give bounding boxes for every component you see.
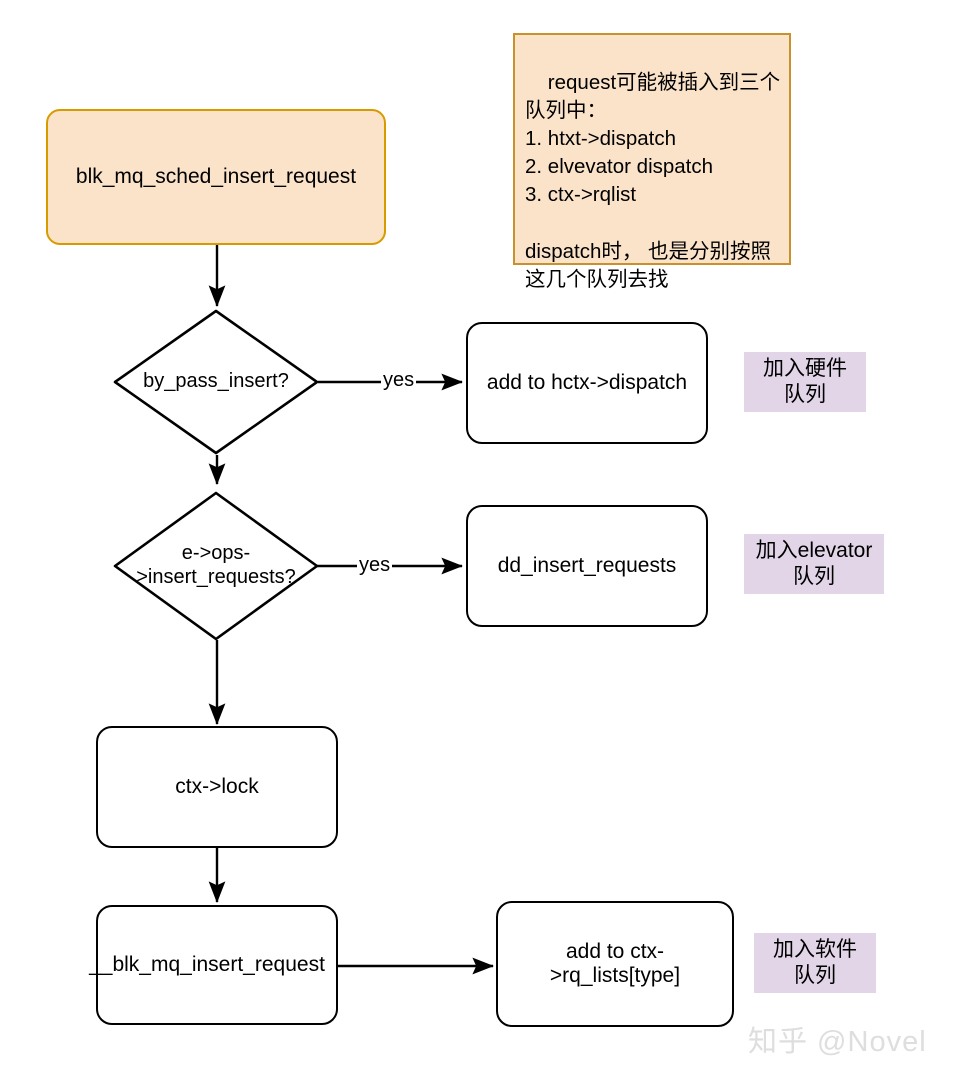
node-label-line1: add to ctx- bbox=[565, 940, 665, 964]
tag-label: 加入elevator 队列 bbox=[755, 538, 873, 588]
node-label-line2: >insert_requests? bbox=[136, 566, 296, 588]
node-label: __blk_mq_insert_request bbox=[89, 953, 325, 977]
node-decision-ops-insert-requests[interactable]: e->ops- >insert_requests? bbox=[110, 488, 322, 644]
diamond-shape bbox=[113, 491, 319, 641]
node-decision-by-pass-insert[interactable]: by_pass_insert? bbox=[110, 306, 322, 458]
node-label: by_pass_insert? bbox=[143, 370, 289, 393]
watermark-zhihu: 知乎 @Novel bbox=[748, 1018, 927, 1060]
note-text: request可能被插入到三个队列中： 1. htxt->dispatch 2.… bbox=[525, 71, 781, 291]
edge-label-ops-yes: yes bbox=[357, 554, 393, 576]
diamond-shape bbox=[113, 309, 319, 455]
node-label: add to ctx- >rq_lists[type] bbox=[550, 940, 680, 987]
node-label-line1: e->ops- bbox=[181, 542, 251, 565]
tag-software-queue: 加入软件 队列 bbox=[754, 933, 876, 993]
tag-label: 加入软件 队列 bbox=[773, 937, 857, 987]
node-label: dd_insert_requests bbox=[497, 554, 677, 578]
tag-elevator-queue: 加入elevator 队列 bbox=[744, 534, 884, 594]
edge-label-bypass-yes: yes bbox=[381, 369, 417, 391]
node-blk-mq-sched-insert-request[interactable]: blk_mq_sched_insert_request bbox=[46, 109, 386, 245]
sticky-note-insert-queues: request可能被插入到三个队列中： 1. htxt->dispatch 2.… bbox=[513, 33, 791, 291]
tag-label: 加入硬件 队列 bbox=[763, 356, 847, 406]
tag-hardware-queue: 加入硬件 队列 bbox=[744, 352, 866, 412]
watermark-text: 知乎 @Novel bbox=[748, 1026, 927, 1058]
node-label-line2: >rq_lists[type] bbox=[549, 964, 681, 987]
node-add-to-ctx-rq-lists[interactable]: add to ctx- >rq_lists[type] bbox=[496, 901, 734, 1027]
node-label: blk_mq_sched_insert_request bbox=[75, 165, 357, 189]
node-ctx-lock[interactable]: ctx->lock bbox=[96, 726, 338, 848]
node-label: add to hctx->dispatch bbox=[486, 371, 688, 395]
node-add-to-hctx-dispatch[interactable]: add to hctx->dispatch bbox=[466, 322, 708, 444]
node-blk-mq-insert-request[interactable]: __blk_mq_insert_request bbox=[89, 905, 338, 1025]
node-dd-insert-requests[interactable]: dd_insert_requests bbox=[466, 505, 708, 627]
node-label: ctx->lock bbox=[175, 775, 259, 799]
node-label: e->ops- >insert_requests? bbox=[136, 542, 296, 589]
